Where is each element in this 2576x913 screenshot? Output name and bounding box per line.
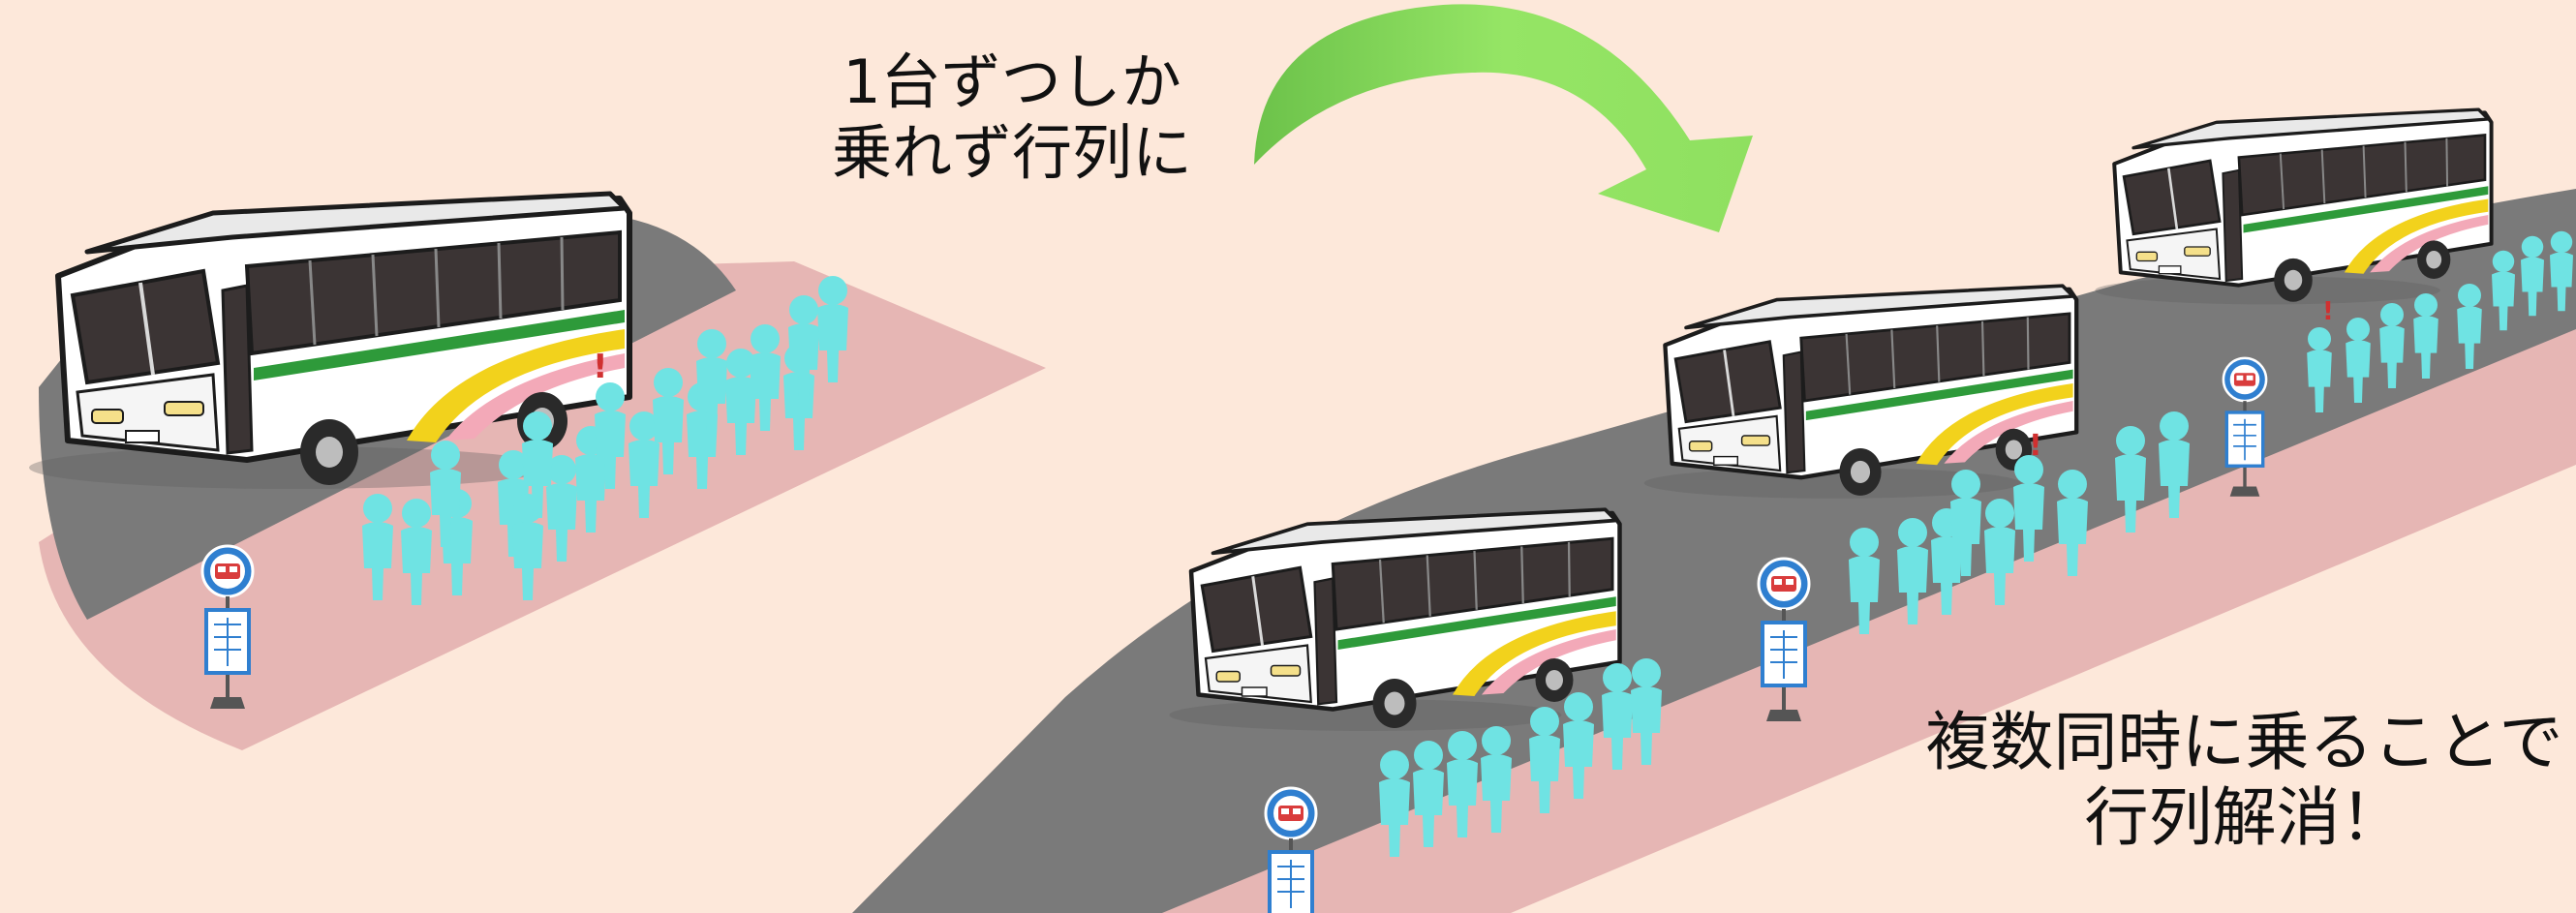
curved-arrow-icon [1254, 4, 1753, 232]
caption-left-line1: 1台ずつしか [843, 46, 1181, 117]
caption-right-line2: 行列解消！ [2084, 779, 2405, 855]
caption-left: 1台ずつしか 乗れず行列に [804, 46, 1220, 188]
right-road [852, 189, 2576, 913]
bus-front [1170, 509, 1620, 731]
svg-text:!: ! [2029, 429, 2042, 463]
svg-text:!: ! [593, 348, 608, 386]
front-bus-stop-icon [1264, 786, 1318, 913]
svg-text:!: ! [2322, 297, 2334, 326]
left-scene: ! [29, 194, 1046, 750]
bus-back [2093, 107, 2494, 307]
right-scene: ! ! [852, 107, 2576, 913]
bus-middle [1644, 286, 2076, 499]
caption-right-line1: 複数同時に乗ることで [1925, 705, 2563, 779]
caption-left-line2: 乗れず行列に [831, 117, 1192, 189]
caption-right: 複数同時に乗ることで 行列解消！ [1913, 705, 2576, 856]
